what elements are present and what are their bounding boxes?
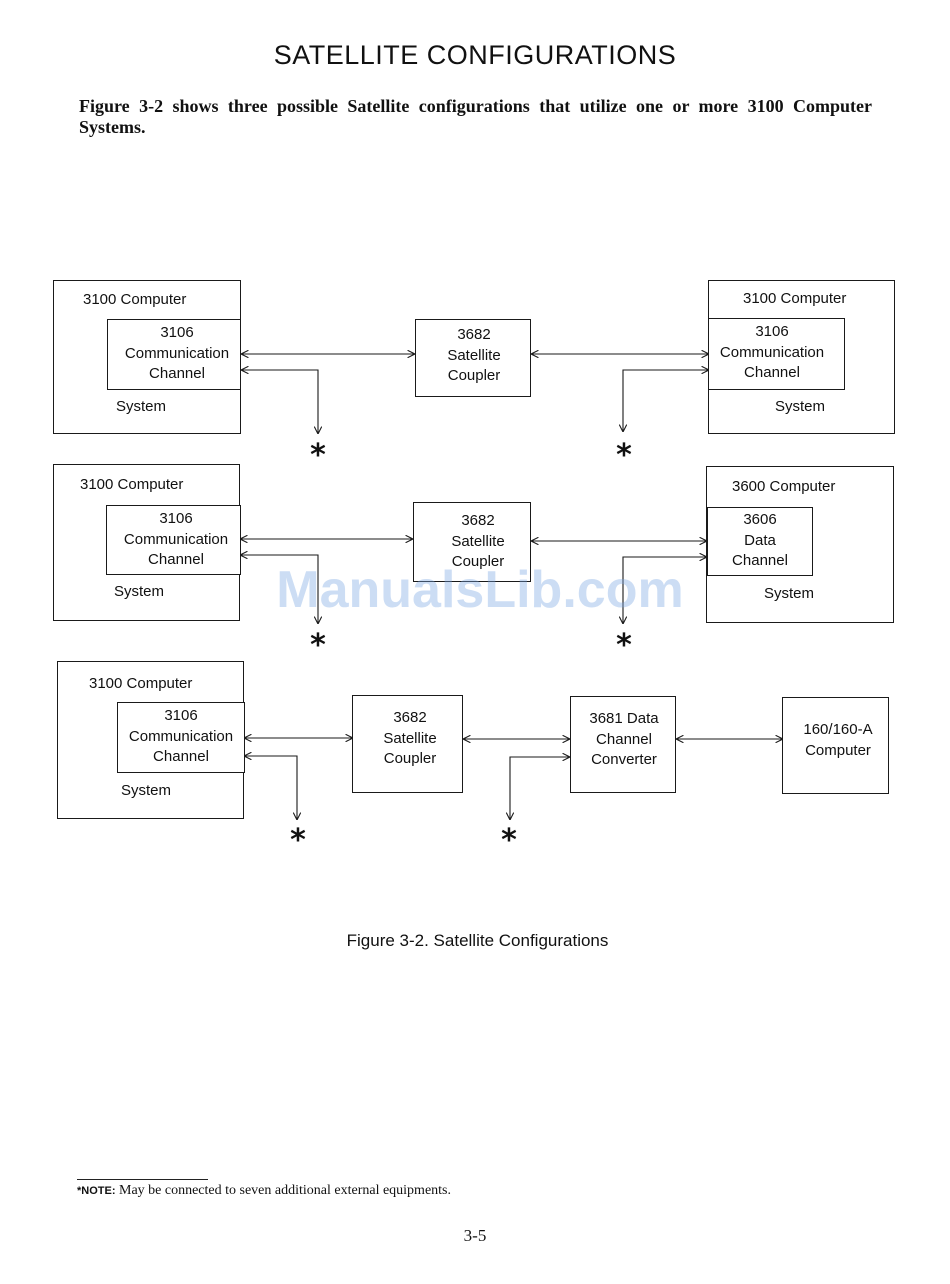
page-title: SATELLITE CONFIGURATIONS <box>273 40 677 70</box>
c3-end-computer-box: 160/160-A Computer <box>782 697 889 794</box>
link-c3-left-to-external <box>244 756 297 820</box>
link-c3-converter-to-external <box>510 757 570 820</box>
footnote-divider <box>77 1179 208 1180</box>
c2-right-system-box: 3600 Computer 3606 Data Channel System <box>706 466 894 623</box>
c1-right-system-box: 3100 Computer 3106 Communication Channel… <box>708 280 895 434</box>
c1-right-channel-box: 3106 Communication Channel <box>708 318 845 390</box>
link-c1-left-to-external <box>241 370 318 434</box>
external-marker: * <box>310 628 326 663</box>
c2-left-system-box: 3100 Computer 3106 Communication Channel… <box>53 464 241 621</box>
c1-coupler-box: 3682 Satellite Coupler <box>415 319 531 397</box>
system-footer: System <box>114 583 165 600</box>
c1-left-channel-box: 3106 Communication Channel <box>107 319 241 390</box>
channel-label: 3106 Communication Channel <box>719 323 825 381</box>
coupler-label: 3682 Satellite Coupler <box>447 326 501 384</box>
link-c2-right-to-external <box>623 557 707 624</box>
system-footer: System <box>121 782 172 799</box>
footnote-text: May be connected to seven additional ext… <box>115 1183 452 1198</box>
coupler-label: 3682 Satellite Coupler <box>383 709 437 767</box>
c2-coupler-box: 3682 Satellite Coupler <box>413 502 531 582</box>
external-marker: * <box>290 823 306 858</box>
c2-left-channel-box: 3106 Communication Channel <box>106 505 241 575</box>
system-title: 3100 Computer <box>743 290 847 307</box>
footnote: *NOTE: May be connected to seven additio… <box>77 1183 451 1199</box>
system-title: 3100 Computer <box>80 476 184 493</box>
channel-label: 3106 Communication Channel <box>128 707 234 765</box>
system-title: 3100 Computer <box>83 291 187 308</box>
coupler-label: 3682 Satellite Coupler <box>451 512 505 570</box>
system-footer: System <box>116 398 167 415</box>
c3-left-system-box: 3100 Computer 3106 Communication Channel… <box>57 661 245 819</box>
system-title: 3100 Computer <box>89 675 193 692</box>
system-title: 3600 Computer <box>732 478 836 495</box>
c3-left-channel-box: 3106 Communication Channel <box>117 702 245 773</box>
channel-label: 3106 Communication Channel <box>123 510 229 568</box>
system-footer: System <box>775 398 826 415</box>
channel-label: 3606 Data Channel <box>732 511 788 569</box>
external-marker: * <box>616 628 632 663</box>
c1-left-system-box: 3100 Computer 3106 Communication Channel… <box>53 280 241 434</box>
figure-caption: Figure 3-2. Satellite Configurations <box>346 931 609 950</box>
link-c1-right-to-external <box>623 370 709 432</box>
page-number: 3-5 <box>463 1226 487 1245</box>
external-marker: * <box>616 438 632 473</box>
watermark-text: ManualsLib.com <box>276 561 684 619</box>
c3-converter-box: 3681 Data Channel Converter <box>570 696 676 793</box>
system-footer: System <box>764 585 815 602</box>
c3-coupler-box: 3682 Satellite Coupler <box>352 695 463 793</box>
footnote-label: *NOTE: <box>77 1185 116 1197</box>
c2-right-channel-box: 3606 Data Channel <box>707 507 813 576</box>
converter-label: 3681 Data Channel Converter <box>589 710 659 768</box>
external-marker: * <box>310 438 326 473</box>
channel-label: 3106 Communication Channel <box>124 324 230 382</box>
external-marker: * <box>501 823 517 858</box>
intro-paragraph: Figure 3-2 shows three possible Satellit… <box>79 96 872 137</box>
end-computer-label: 160/160-A Computer <box>803 721 873 759</box>
link-c2-left-to-external <box>240 555 318 624</box>
